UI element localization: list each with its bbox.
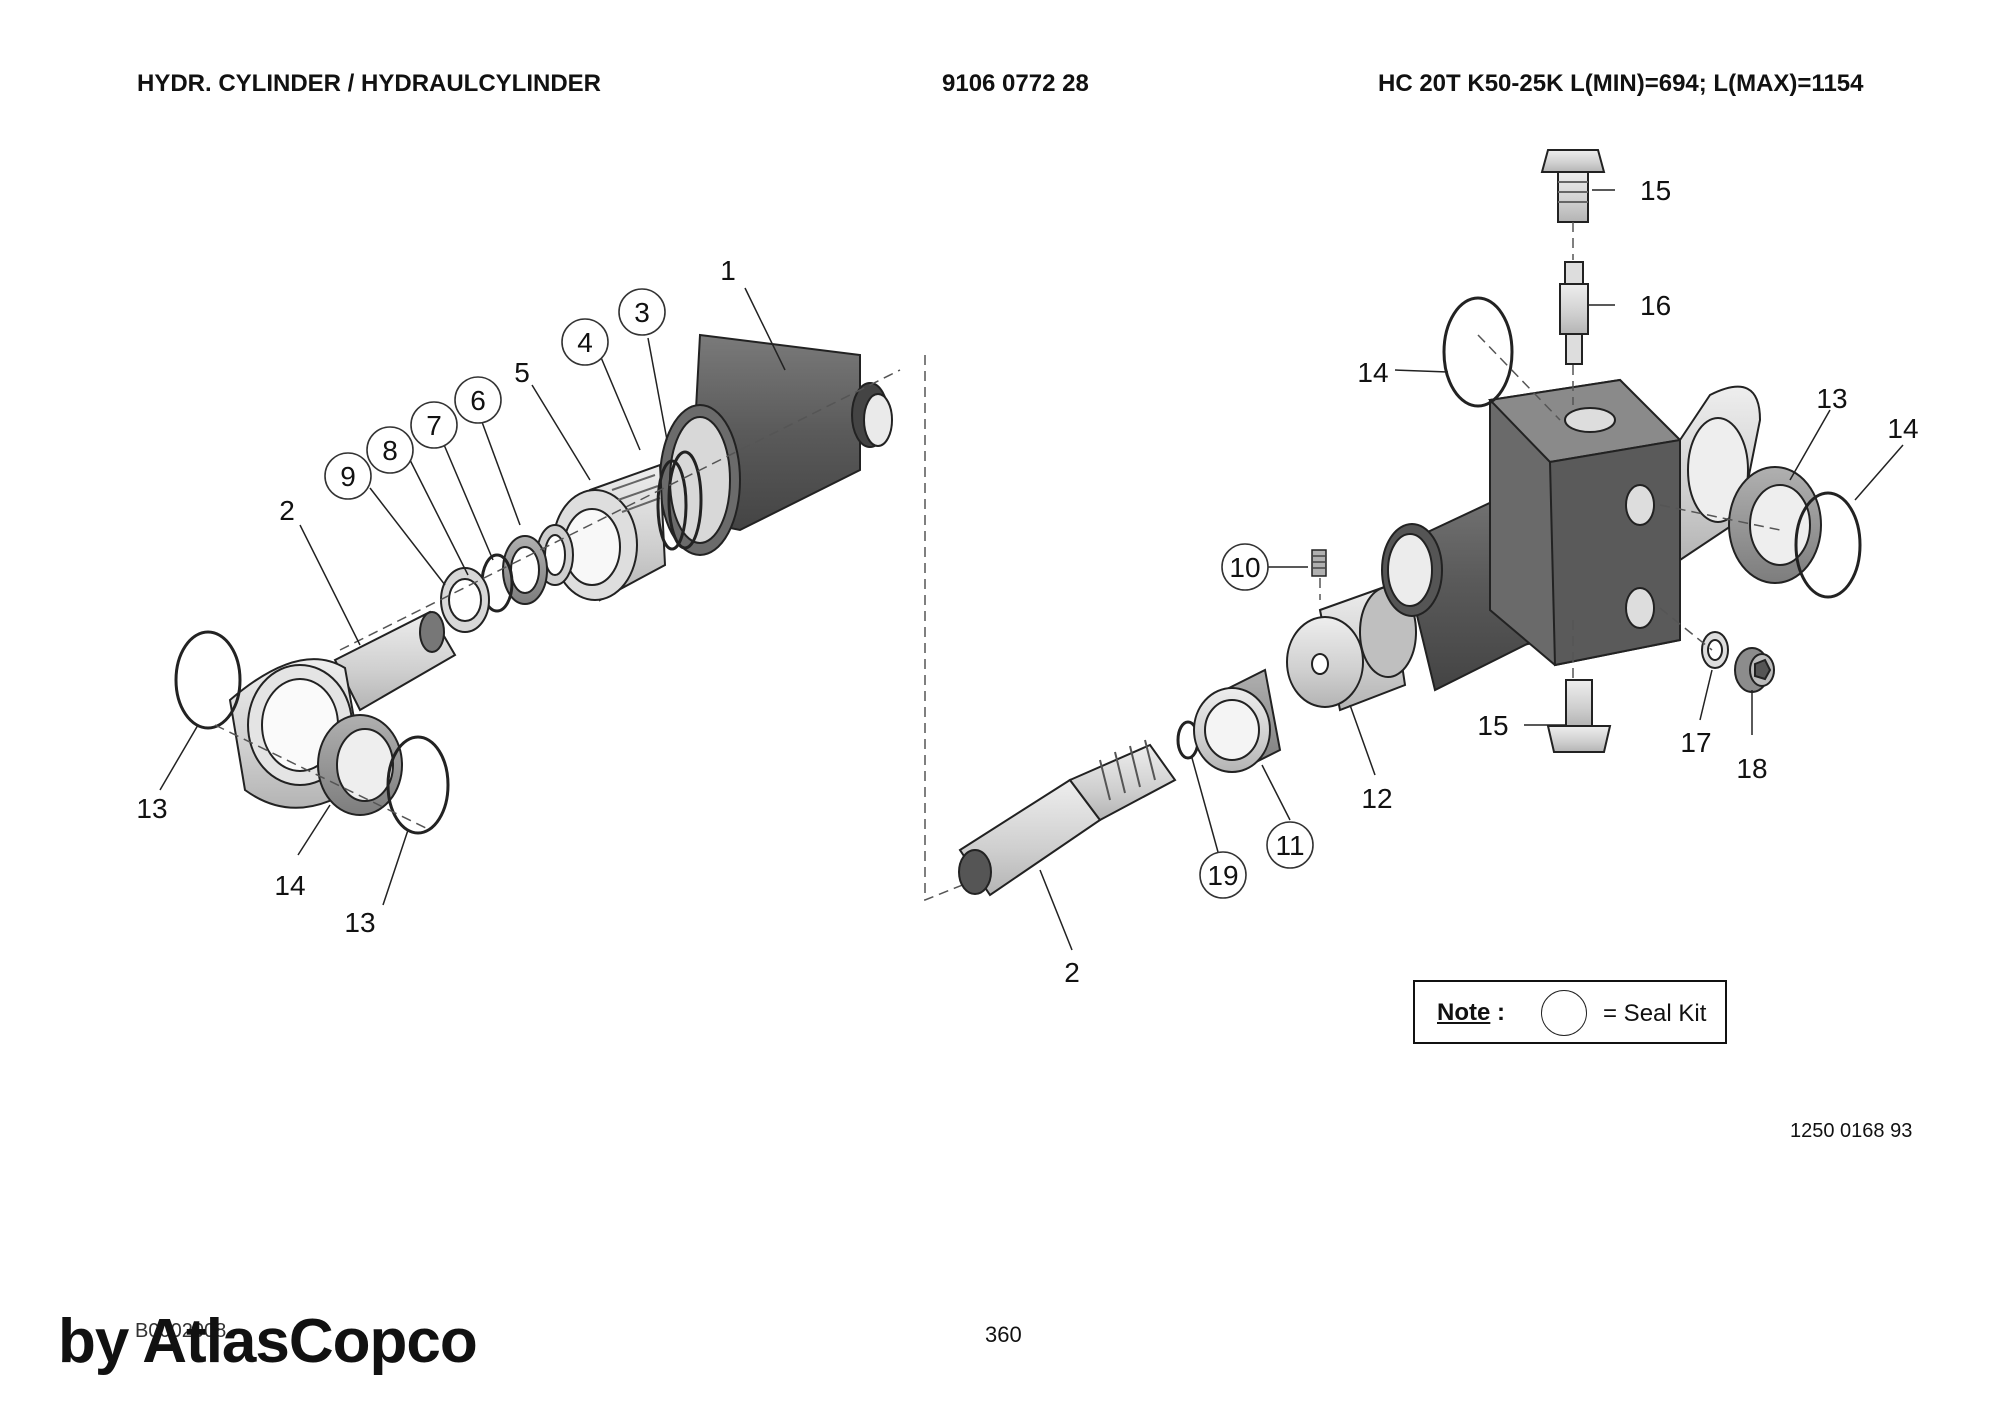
callout-15-bottom: 15 (1477, 710, 1508, 741)
seal-kit-legend: Note : = Seal Kit (1413, 980, 1727, 1044)
piston-rod-part-2-right (958, 739, 1177, 897)
valve-insert-part-16 (1559, 261, 1589, 365)
seal-ring-part-4 (656, 459, 688, 551)
callout-12: 12 (1361, 783, 1392, 814)
header-part-number: 9106 0772 28 (942, 70, 1089, 97)
cylinder-head-part-5 (552, 463, 667, 602)
plug-part-18 (1734, 647, 1775, 693)
watermark: by AtlasCopco (58, 1307, 478, 1376)
seal-washer-part-17 (1701, 631, 1729, 669)
header-model: HC 20T K50-25K L(MIN)=694; L(MAX)=1154 (1378, 70, 1864, 97)
callout-14-right-top: 14 (1357, 357, 1388, 388)
callout-3: 3 (634, 297, 650, 328)
seal-ring-part-3 (667, 450, 703, 550)
seal-kit-circle-icon (1541, 990, 1587, 1036)
set-screw-part-10 (1311, 549, 1327, 577)
callout-19: 19 (1207, 860, 1238, 891)
circlip-part-14-right (1442, 296, 1862, 599)
callout-1: 1 (720, 255, 736, 286)
callout-13-left: 13 (136, 793, 167, 824)
callout-8: 8 (382, 435, 398, 466)
spherical-bearing-part-14-left (317, 714, 403, 816)
callout-16: 16 (1640, 290, 1671, 321)
callout-leaders (159, 189, 1904, 951)
check-valve-part-15-top (1540, 149, 1606, 223)
callout-13-left-bottom: 13 (344, 907, 375, 938)
callout-9: 9 (340, 461, 356, 492)
callout-4: 4 (577, 327, 593, 358)
note-label: Note : (1437, 999, 1506, 1026)
callout-13-right: 13 (1816, 383, 1847, 414)
seal-kit-circles (324, 288, 1314, 899)
seal-rings-part-6-7-8-9 (440, 524, 574, 633)
callout-5: 5 (514, 357, 530, 388)
callout-2-left: 2 (279, 495, 295, 526)
piston-part-12 (1286, 583, 1417, 712)
callout-17: 17 (1680, 727, 1711, 758)
note-text: = Seal Kit (1603, 1000, 1707, 1027)
callout-11: 11 (1275, 830, 1304, 861)
piston-seal-part-11 (1193, 668, 1282, 773)
callout-18: 18 (1736, 753, 1767, 784)
page-number: 360 (985, 1322, 1022, 1347)
callout-6: 6 (470, 385, 486, 416)
valve-axis-lines (1319, 222, 1781, 680)
check-valve-part-15-bottom (1546, 679, 1612, 753)
callout-10: 10 (1229, 552, 1260, 583)
header-title: HYDR. CYLINDER / HYDRAULCYLINDER (137, 70, 602, 97)
assembly-axis-lines (214, 355, 976, 902)
callout-14-right: 14 (1887, 413, 1918, 444)
valve-block-housing (1381, 378, 1762, 692)
callout-15-top: 15 (1640, 175, 1671, 206)
callout-14-left: 14 (274, 870, 305, 901)
callout-7: 7 (426, 410, 442, 441)
cylinder-tube-part-1 (659, 333, 893, 556)
drawing-code: 1250 0168 93 (1790, 1120, 1913, 1142)
circlip-part-13-left (174, 630, 450, 835)
bearing-part-13-right (1728, 466, 1822, 584)
footer-code: B0002008 (135, 1320, 227, 1342)
callout-2-right: 2 (1064, 957, 1080, 988)
